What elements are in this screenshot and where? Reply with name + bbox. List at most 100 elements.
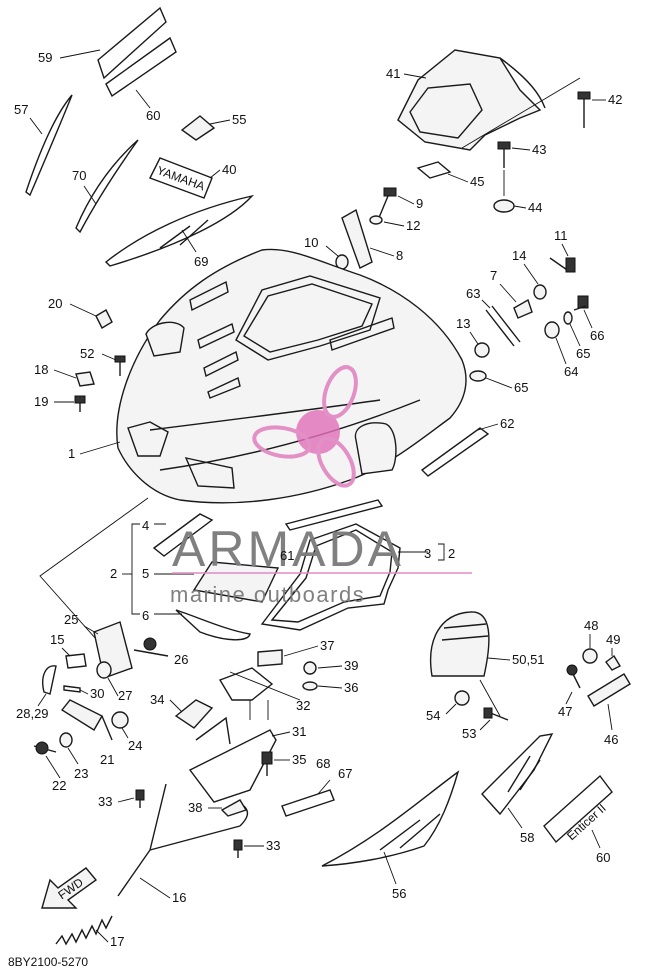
propeller-logo (252, 365, 358, 488)
label-57: 57 (14, 102, 28, 117)
bolt-35 (261, 751, 273, 776)
pad-68-67 (281, 789, 335, 817)
label-33-left: 33 (98, 794, 112, 809)
panel-4 (152, 513, 214, 557)
label-58: 58 (520, 830, 534, 845)
label-35: 35 (292, 752, 306, 767)
cover-50-51 (430, 611, 490, 677)
label-43: 43 (532, 142, 546, 157)
label-1: 1 (68, 446, 75, 461)
label-25: 25 (64, 612, 78, 627)
label-10: 10 (304, 235, 318, 250)
label-47: 47 (558, 704, 572, 719)
label-34: 34 (150, 692, 164, 707)
leader-hood-plate (39, 497, 149, 649)
label-26: 26 (174, 652, 188, 667)
label-45: 45 (470, 174, 484, 189)
label-63: 63 (466, 286, 480, 301)
panel-3 (260, 523, 401, 631)
hood-1 (116, 248, 467, 504)
clip-30 (63, 685, 81, 693)
cable-16 (117, 783, 249, 897)
spring-17 (55, 915, 113, 946)
label-66: 66 (590, 328, 604, 343)
washer-65b (469, 370, 487, 382)
watermark-brand: ARMADA (172, 521, 404, 577)
label-24: 24 (128, 738, 142, 753)
label-60-top: 60 (146, 108, 160, 123)
label-48: 48 (584, 618, 598, 633)
label-37: 37 (320, 638, 334, 653)
clip-38 (220, 799, 248, 817)
label-4: 4 (142, 518, 149, 533)
bolt-11 (549, 257, 576, 273)
label-64: 64 (564, 364, 578, 379)
label-9: 9 (416, 196, 423, 211)
label-15 (65, 653, 87, 669)
bolt-43 (497, 141, 511, 196)
switch-21 (60, 699, 113, 741)
bracket-31 (188, 716, 277, 803)
label-46: 46 (604, 732, 618, 747)
label-7: 7 (490, 268, 497, 283)
label-55: 55 (232, 112, 246, 127)
label-69: 69 (194, 254, 208, 269)
label-11: 11 (554, 228, 568, 243)
group-bracket-3-2 (398, 543, 445, 561)
label-5: 5 (142, 566, 149, 581)
label-6: 6 (142, 608, 149, 623)
label-30: 30 (90, 686, 104, 701)
label-19: 19 (34, 394, 48, 409)
strip-57 (25, 94, 73, 197)
badge-60: Enticer II (543, 774, 613, 843)
label-40: 40 (222, 162, 236, 177)
washer-23 (59, 732, 73, 748)
label-61: 61 (280, 548, 294, 563)
bolt-42 (577, 91, 591, 128)
bolt-53 (483, 707, 509, 721)
bolt-9 (377, 187, 397, 221)
nut-48 (582, 648, 598, 664)
cap-49 (605, 654, 621, 671)
grommet-24 (111, 711, 129, 729)
bracket-63 (485, 305, 521, 347)
bolt-7 (513, 298, 533, 319)
clip-45 (416, 161, 452, 179)
label-22: 22 (52, 778, 66, 793)
bolt-33a (135, 789, 145, 808)
label-42: 42 (608, 92, 622, 107)
clip-28-29 (42, 665, 57, 695)
label-54: 54 (426, 708, 440, 723)
headlight-housing (397, 49, 581, 151)
strip-70 (75, 139, 139, 234)
strip-61 (284, 499, 384, 531)
label-36: 36 (344, 680, 358, 695)
label-18: 18 (34, 362, 48, 377)
grommet-44 (493, 199, 515, 213)
fwd-arrow: FWD (41, 867, 98, 909)
label-38: 38 (188, 800, 202, 815)
bracket-32 (218, 667, 301, 720)
bolt-47 (566, 664, 581, 689)
decal-56 (321, 770, 460, 867)
label-16: 16 (172, 890, 186, 905)
label-28-29: 28,29 (16, 706, 49, 721)
trim-62 (420, 427, 490, 477)
label-70: 70 (72, 168, 86, 183)
pad-37 (257, 649, 283, 667)
callout-labels: 59 60 57 55 40 70 69 41 42 43 45 44 9 12… (8, 49, 622, 969)
label-8: 8 (396, 248, 403, 263)
label-17: 17 (110, 934, 124, 949)
label-52: 52 (80, 346, 94, 361)
nut-14 (533, 284, 547, 300)
label-3: 3 (424, 546, 431, 561)
label-13: 13 (456, 316, 470, 331)
plate-46 (587, 673, 631, 707)
decal-58 (481, 733, 554, 816)
label-60-bottom: 60 (596, 850, 610, 865)
label-15: 15 (50, 632, 64, 647)
clip-18 (75, 371, 95, 387)
label-27: 27 (118, 688, 132, 703)
label-59: 59 (38, 50, 52, 65)
emblem-55 (180, 115, 216, 141)
